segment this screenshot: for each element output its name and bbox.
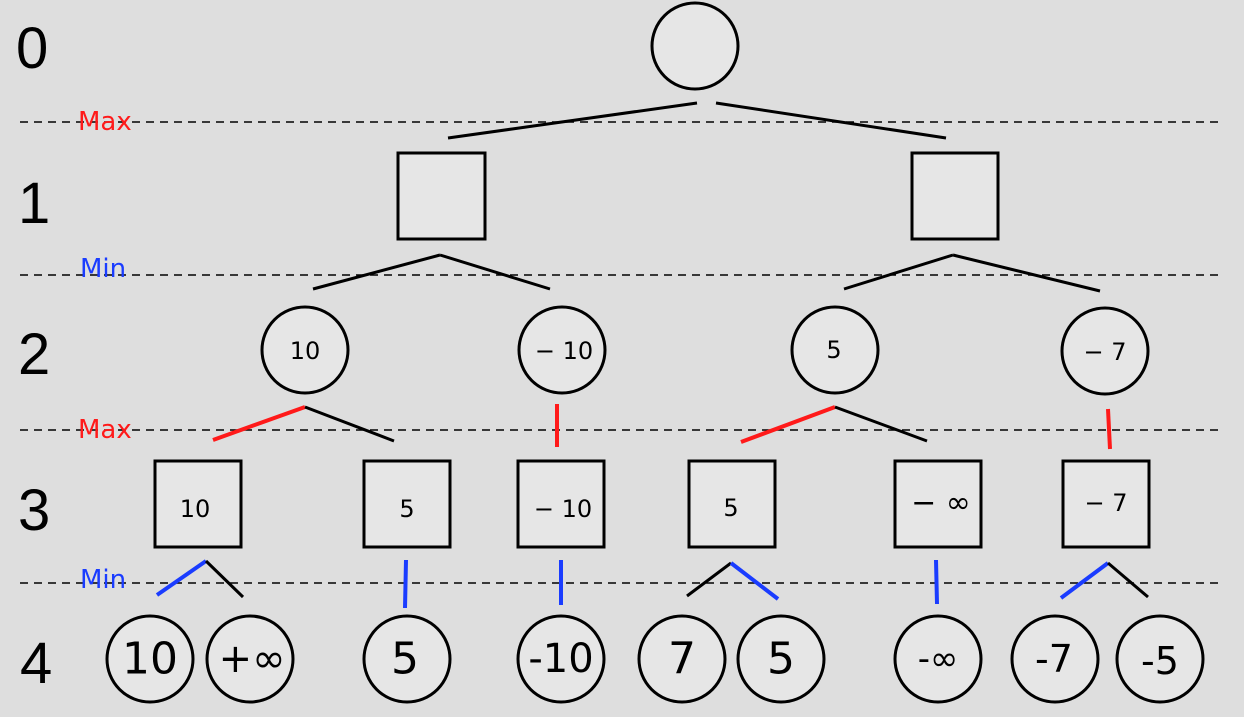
best-edge-min bbox=[155, 559, 208, 597]
node-value: − 10 bbox=[534, 495, 592, 523]
min-node bbox=[396, 151, 487, 241]
min-node bbox=[153, 459, 243, 549]
node-value: 5 bbox=[723, 494, 738, 522]
tree-edge bbox=[312, 253, 441, 291]
leaf-value: 5 bbox=[767, 634, 795, 685]
best-edge-min bbox=[403, 559, 408, 609]
tree-edge bbox=[715, 101, 947, 140]
node-value: − 7 bbox=[1084, 489, 1127, 517]
level-number-2: 2 bbox=[18, 322, 50, 387]
tree-edge bbox=[447, 101, 698, 140]
best-edge-min bbox=[934, 559, 939, 605]
level-number-4: 4 bbox=[20, 631, 52, 696]
tree-edge bbox=[686, 561, 732, 598]
max-node bbox=[260, 305, 350, 395]
leaf-value: 7 bbox=[668, 634, 696, 685]
node-value: 5 bbox=[826, 336, 841, 364]
tree-edge bbox=[1107, 561, 1149, 599]
leaf-node bbox=[893, 614, 983, 704]
tree-edge bbox=[439, 253, 551, 291]
layer-label-min: Min bbox=[80, 254, 126, 284]
best-edge-max bbox=[740, 405, 836, 444]
leaf-value: 10 bbox=[122, 634, 178, 685]
leaf-node bbox=[637, 614, 727, 704]
leaf-node bbox=[516, 614, 606, 704]
min-node bbox=[687, 459, 777, 549]
node-value: 10 bbox=[290, 337, 321, 365]
best-edge-max bbox=[212, 405, 306, 442]
leaf-node bbox=[205, 614, 295, 704]
node-value: − 7 bbox=[1083, 338, 1126, 366]
leaf-value: -∞ bbox=[918, 639, 959, 679]
node-value: 5 bbox=[399, 495, 414, 523]
best-edge-min bbox=[1059, 561, 1110, 600]
min-node bbox=[910, 151, 1000, 241]
layer-label-min: Min bbox=[80, 565, 126, 595]
node-value: 10 bbox=[180, 495, 211, 523]
tree-edge bbox=[952, 253, 1101, 293]
leaf-node bbox=[105, 614, 195, 704]
leaf-node bbox=[362, 614, 452, 704]
leaf-node bbox=[736, 614, 826, 704]
min-node bbox=[362, 459, 452, 549]
leaf-node bbox=[1010, 614, 1100, 704]
best-edge-min bbox=[729, 561, 780, 601]
leaf-value: -7 bbox=[1035, 637, 1073, 681]
best-edge-max bbox=[1106, 408, 1112, 450]
leaf-value: 5 bbox=[391, 634, 419, 685]
max-node bbox=[790, 305, 880, 395]
max-node bbox=[1060, 306, 1150, 396]
min-node bbox=[1061, 459, 1151, 549]
level-number-0: 0 bbox=[16, 16, 48, 81]
node-value: − ∞ bbox=[911, 486, 971, 521]
tree-edge bbox=[204, 559, 245, 599]
level-3-nodes: 10 5 − 10 5 − ∞ − 7 bbox=[153, 459, 1151, 549]
level-separators bbox=[20, 121, 1224, 584]
max-node bbox=[517, 305, 607, 395]
edges-level-0-1 bbox=[447, 101, 947, 140]
leaf-node bbox=[1115, 614, 1205, 704]
level-number-3: 3 bbox=[18, 478, 50, 543]
level-number-1: 1 bbox=[18, 171, 50, 236]
edges-level-1-2 bbox=[312, 253, 1101, 293]
leaf-value: -5 bbox=[1141, 639, 1179, 683]
edges-level-3-4 bbox=[155, 559, 1149, 609]
node-value: − 10 bbox=[535, 337, 593, 365]
root-node bbox=[650, 1, 740, 91]
tree-edge bbox=[304, 405, 395, 443]
edges-level-2-3 bbox=[212, 404, 1112, 450]
tree-edge bbox=[834, 405, 928, 443]
tree-edge bbox=[843, 253, 954, 291]
level-2-nodes: 10 − 10 5 − 7 bbox=[260, 305, 1150, 396]
min-node bbox=[893, 459, 983, 549]
level-4-leaves: 10 +∞ 5 -10 7 5 -∞ -7 -5 bbox=[105, 614, 1205, 704]
leaf-value: +∞ bbox=[219, 636, 286, 682]
min-node bbox=[516, 459, 606, 549]
leaf-value: -10 bbox=[528, 636, 593, 682]
layer-label-max: Max bbox=[78, 107, 132, 137]
layer-label-max: Max bbox=[78, 415, 132, 445]
